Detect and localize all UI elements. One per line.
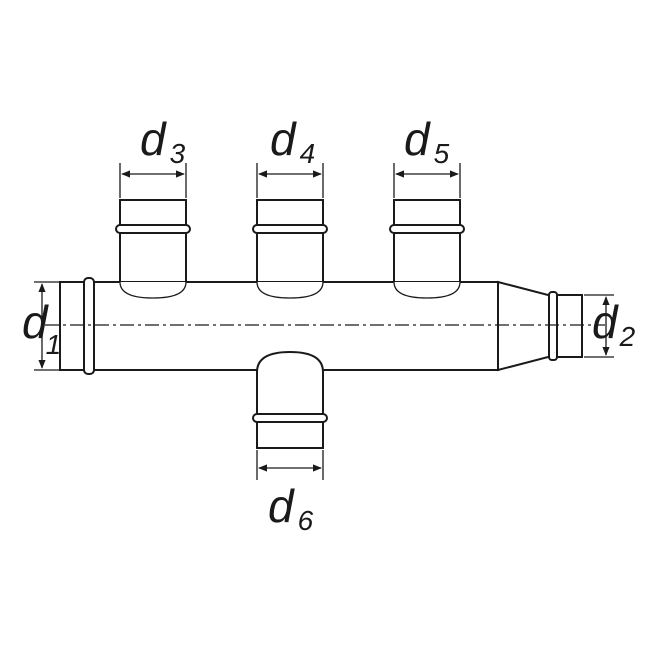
dimension-d1	[34, 281, 62, 371]
dimension-d5	[393, 163, 461, 198]
dimension-d6	[256, 450, 324, 480]
label-d2: d2	[592, 296, 636, 352]
branch-pipe-d6	[252, 350, 328, 449]
dimension-d4	[256, 163, 324, 198]
label-d1: d1	[22, 296, 61, 360]
branch-saddles	[119, 281, 461, 299]
reducer-outlet	[497, 280, 583, 372]
dimension-d3	[119, 163, 187, 198]
dimension-d2	[584, 294, 614, 358]
